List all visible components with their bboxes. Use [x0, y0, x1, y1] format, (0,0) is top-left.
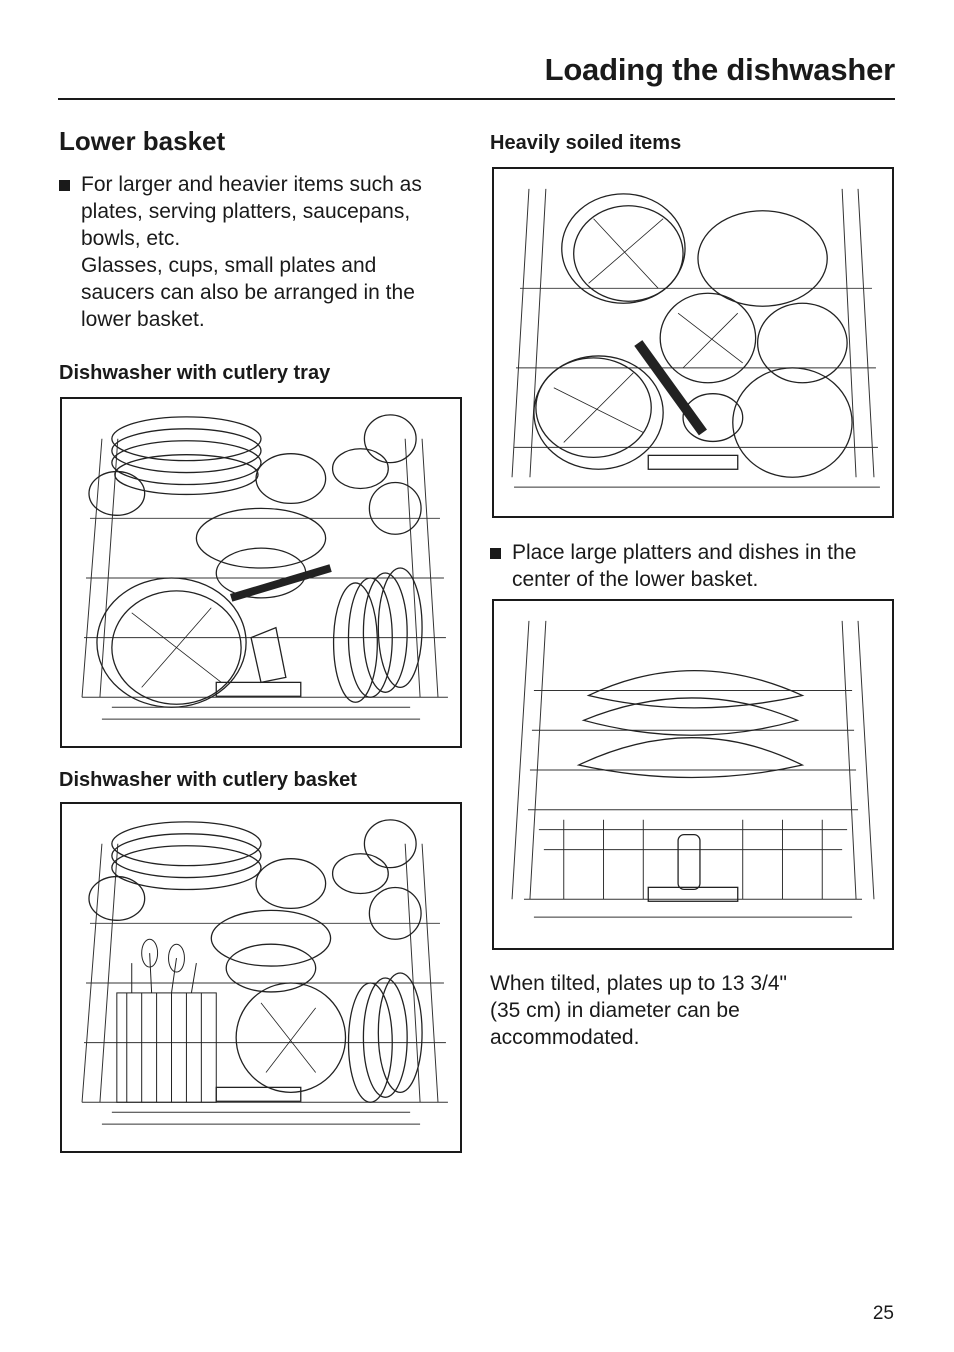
subheading-heavily-soiled: Heavily soiled items — [490, 132, 682, 154]
pan-handle — [634, 340, 739, 470]
illustration-large-platters — [492, 599, 894, 950]
illustration-cutlery-tray — [60, 397, 462, 748]
basket-wires — [81, 438, 448, 720]
bullet-square-icon — [490, 548, 501, 559]
page-number: 25 — [872, 1303, 894, 1324]
illustration-heavily-soiled — [492, 167, 894, 518]
small-plates-right — [332, 414, 423, 703]
basket-wires — [511, 188, 880, 488]
small-plates-right — [347, 819, 423, 1103]
basket-wires — [511, 620, 875, 918]
glass-left — [88, 875, 146, 921]
bullet-square-icon — [59, 180, 70, 191]
bullet-lower-basket-items: For larger and heavier items such as pla… — [59, 171, 459, 333]
platter-size-note: When tilted, plates up to 13 3/4" (35 cm… — [490, 972, 787, 1049]
bowls — [682, 210, 853, 478]
section-heading-lower-basket: Lower basket — [59, 126, 226, 156]
cup-and-handle — [215, 564, 332, 697]
bullet-text: For larger and heavier items such as pla… — [81, 173, 422, 331]
bullet-center-platters: Place large platters and dishes in the c… — [490, 539, 900, 593]
header-rule — [58, 98, 895, 100]
page-title: Loading the dishwasher — [544, 52, 896, 87]
pot-front — [215, 982, 347, 1102]
subheading-cutlery-tray: Dishwasher with cutlery tray — [59, 362, 331, 384]
glass-left — [88, 470, 146, 516]
pans — [533, 193, 757, 470]
plates-back — [111, 416, 389, 505]
cutlery-basket — [116, 938, 217, 1103]
plates-back — [111, 821, 389, 910]
large-plate-front — [96, 577, 247, 708]
bowls-middle — [210, 909, 332, 993]
bullet-text: Place large platters and dishes in the c… — [512, 541, 857, 591]
platters — [576, 669, 805, 779]
subheading-cutlery-basket: Dishwasher with cutlery basket — [59, 769, 357, 791]
bowls-middle — [195, 507, 327, 599]
center-handle — [647, 834, 739, 902]
illustration-cutlery-basket — [60, 802, 462, 1153]
basket-wires — [81, 843, 448, 1125]
